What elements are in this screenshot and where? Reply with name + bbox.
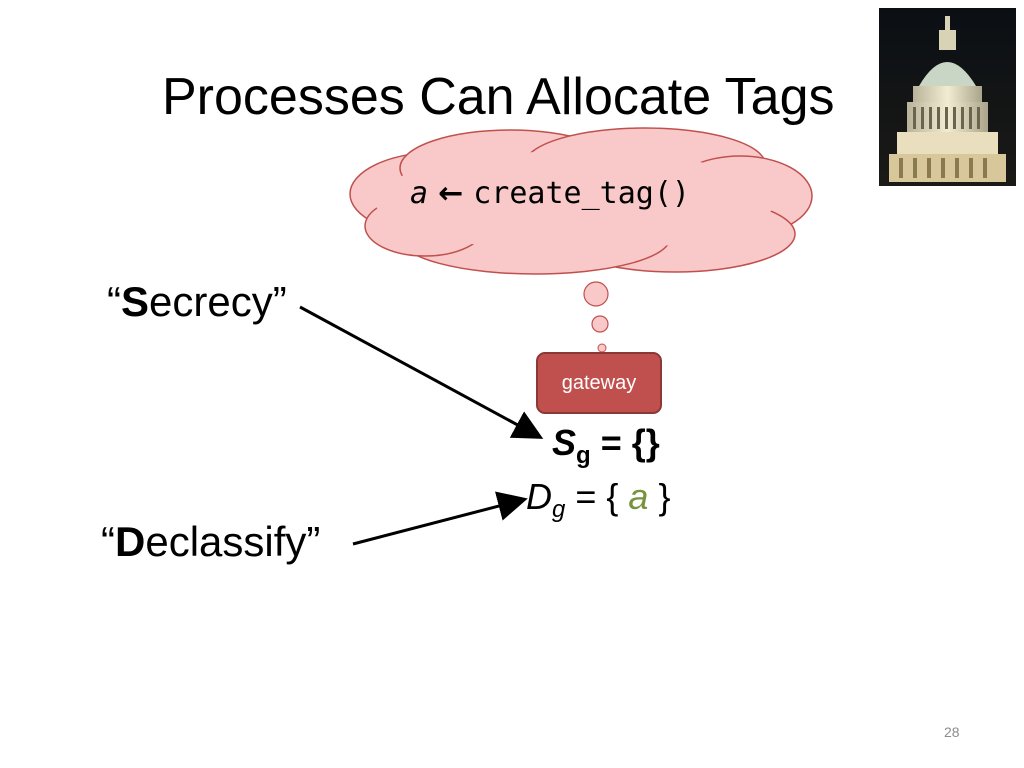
page-number: 28 (944, 724, 960, 740)
create-tag-call: create_tag() (473, 176, 690, 211)
create-tag-code: a ← create_tag() (410, 172, 690, 216)
declassify-text: eclassify” (145, 518, 321, 565)
gateway-box: gateway (536, 352, 662, 414)
declassify-subscript: g (552, 496, 566, 524)
declassify-open-brace: = { (565, 476, 629, 517)
secrecy-label: “Secrecy” (107, 276, 287, 328)
gateway-label: gateway (561, 371, 637, 394)
secrecy-value: = {} (590, 422, 660, 463)
declassify-arrow (352, 491, 528, 546)
secrecy-symbol: S (552, 422, 577, 463)
declassify-tag: a (628, 476, 649, 517)
declassify-initial: D (115, 518, 146, 565)
declassify-symbol: D (526, 476, 552, 517)
thought-bubbles (583, 281, 609, 353)
secrecy-initial: S (121, 278, 150, 325)
capitol-dome-image (879, 8, 1016, 186)
left-arrow-icon: ← (438, 176, 464, 211)
thought-cloud (349, 127, 813, 275)
declassify-quote: “ (101, 518, 115, 565)
secrecy-subscript: g (576, 442, 591, 470)
tag-variable: a (410, 176, 429, 211)
declassify-label: “Declassify” (101, 516, 320, 568)
secrecy-text: ecrecy” (149, 278, 287, 325)
secrecy-label-set: Sg = {} (552, 420, 660, 479)
declassify-close-brace: } (648, 476, 671, 517)
secrecy-arrow (299, 305, 544, 439)
slide-title: Processes Can Allocate Tags (162, 68, 835, 126)
secrecy-quote: “ (107, 278, 121, 325)
declassify-label-set: Dg = { a } (526, 474, 670, 533)
